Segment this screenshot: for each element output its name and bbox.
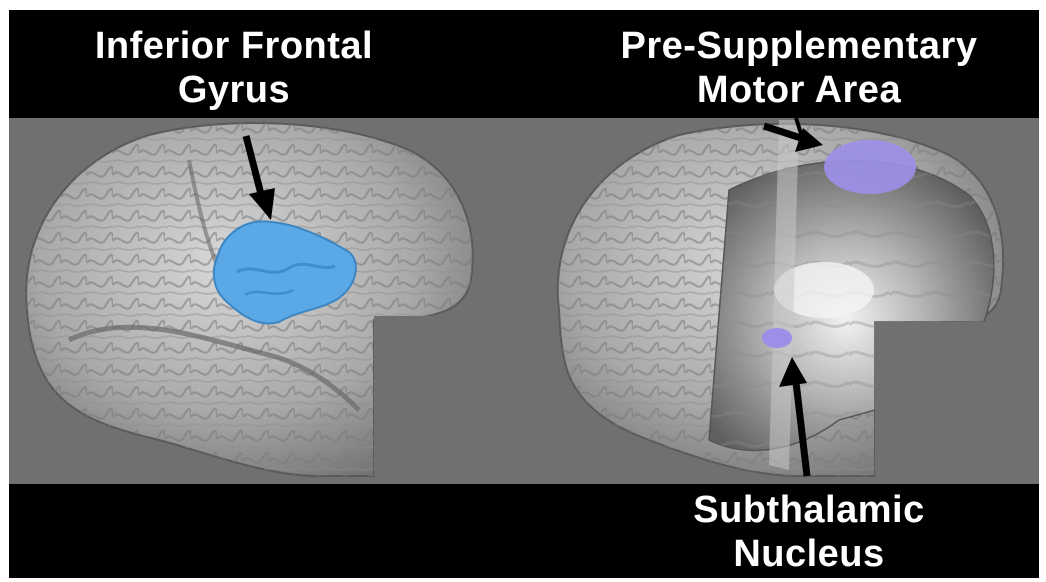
label-line: Gyrus: [69, 68, 399, 112]
label-line: Motor Area: [599, 68, 999, 112]
left-panel-cutout: [374, 316, 544, 476]
stn-region: [762, 328, 792, 348]
label-subthalamic-nucleus: Subthalamic Nucleus: [649, 488, 969, 576]
presma-region: [824, 140, 916, 194]
label-pre-supplementary-motor-area: Pre-Supplementary Motor Area: [599, 24, 999, 112]
label-inferior-frontal-gyrus: Inferior Frontal Gyrus: [69, 24, 399, 112]
label-line: Pre-Supplementary: [599, 24, 999, 68]
figure-frame: Inferior Frontal Gyrus Pre-Supplementary…: [9, 10, 1039, 578]
label-line: Inferior Frontal: [69, 24, 399, 68]
label-line: Subthalamic: [649, 488, 969, 532]
label-line: Nucleus: [649, 532, 969, 576]
right-panel-cutout: [875, 322, 1039, 476]
